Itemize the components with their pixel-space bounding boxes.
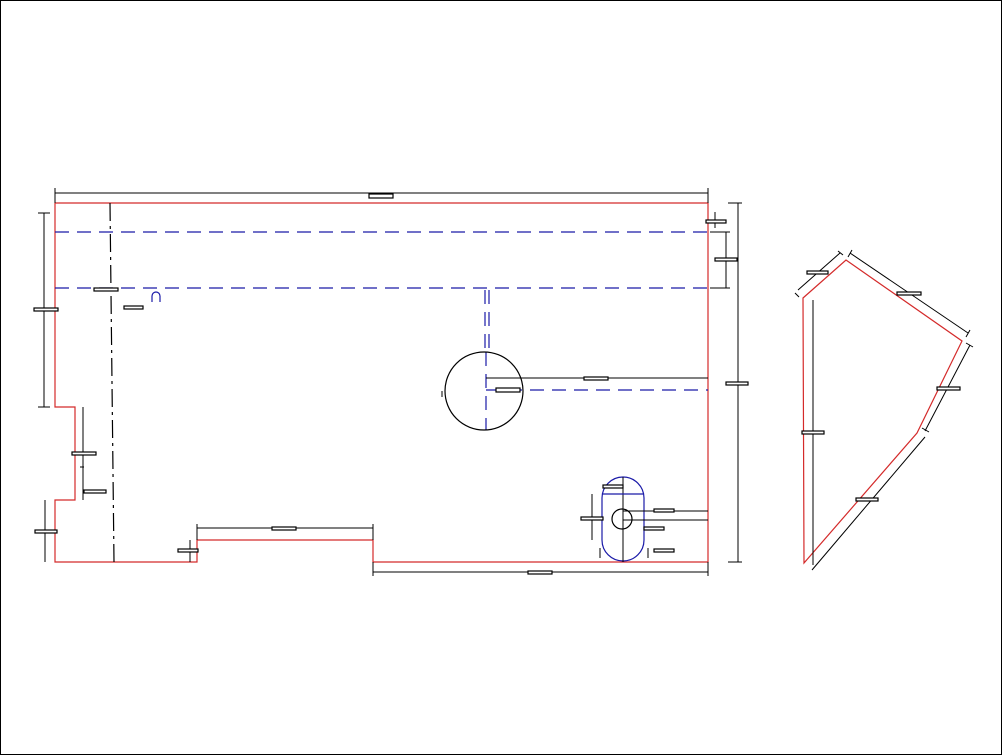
dimension-label — [177, 548, 199, 553]
dimension-label — [123, 305, 144, 310]
dimension-label — [34, 529, 58, 534]
front-view-outline — [54, 202, 709, 563]
dimension-label — [602, 484, 624, 489]
dimension-label — [705, 219, 727, 224]
dimension-label — [83, 489, 107, 494]
dimension-label — [855, 497, 879, 502]
dimension-label — [93, 287, 119, 292]
small-hole — [611, 508, 633, 530]
dimension-label — [936, 386, 961, 391]
dimension-label — [643, 526, 665, 531]
dimension-label — [896, 291, 922, 296]
dimension-label — [71, 451, 97, 456]
side-view-outline — [802, 259, 963, 565]
side-view — [794, 249, 974, 571]
centerline — [109, 202, 115, 563]
dimension-label — [714, 257, 738, 262]
dimension-label — [271, 526, 297, 531]
dimension-label — [33, 307, 59, 312]
slot-outline — [601, 476, 645, 562]
large-hole — [444, 351, 524, 431]
dimension-label — [653, 548, 675, 553]
dimension-label — [580, 516, 604, 521]
dimension-label — [725, 381, 749, 386]
dimension-label — [801, 430, 825, 435]
dimension-label — [527, 570, 553, 575]
dimension-label — [495, 387, 521, 393]
dimension-label — [653, 508, 675, 513]
notch-symbol — [151, 291, 161, 302]
dimension-label — [806, 270, 829, 275]
dimension-label — [368, 193, 394, 199]
front-view-dimensions — [33, 188, 749, 576]
dimension-label — [583, 376, 609, 381]
front-view — [54, 202, 709, 563]
